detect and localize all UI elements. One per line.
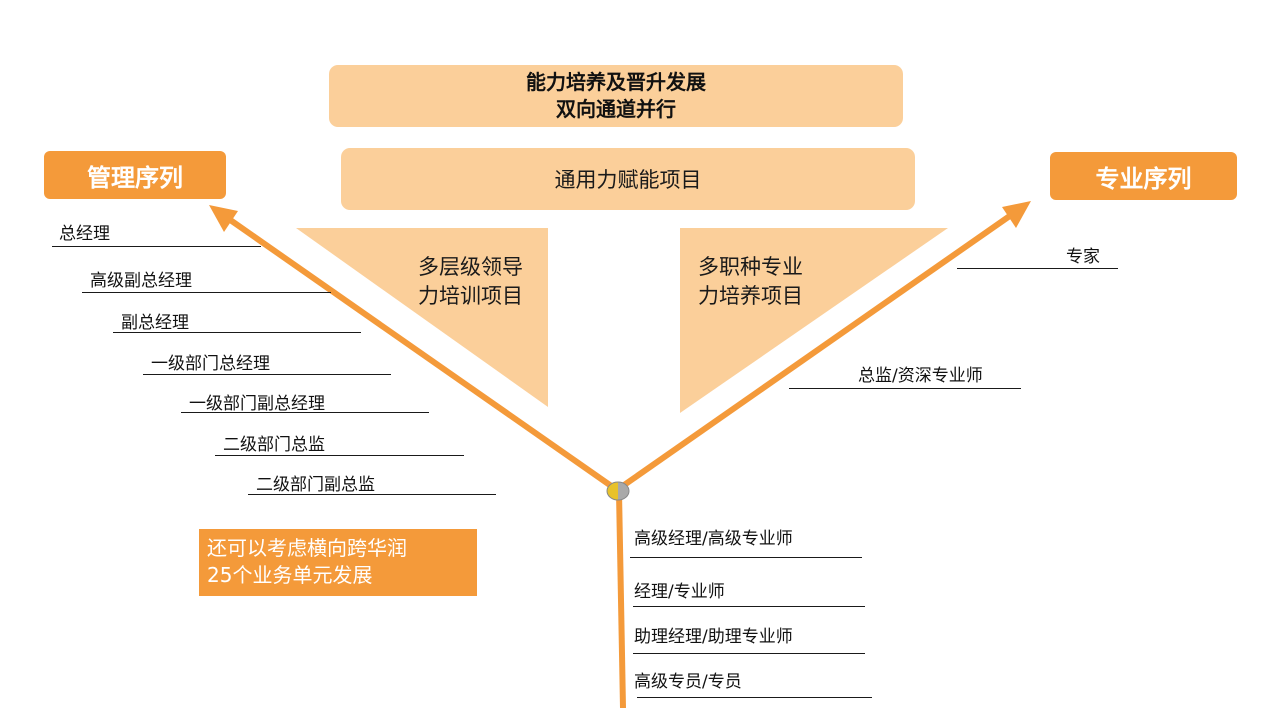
- management-level: 一级部门总经理: [151, 354, 270, 374]
- management-level-underline: [215, 455, 464, 456]
- management-level-underline: [248, 494, 496, 495]
- management-level: 一级部门副总经理: [189, 394, 325, 414]
- management-level: 副总经理: [121, 313, 189, 333]
- professional-level: 专家: [1066, 247, 1100, 267]
- cross-unit-note: 还可以考虑横向跨华润 25个业务单元发展: [199, 529, 477, 596]
- professional-arrow-line: [615, 210, 1016, 493]
- shared-level: 经理/专业师: [634, 582, 725, 602]
- professional-training-text: 多职种专业 力培养项目: [698, 253, 803, 311]
- management-level: 二级部门副总监: [256, 475, 375, 495]
- shared-level-underline: [633, 606, 865, 607]
- professional-level: 总监/资深专业师: [858, 366, 983, 386]
- shared-level-underline: [630, 557, 862, 558]
- professional-training-line2: 力培养项目: [698, 284, 803, 308]
- top-banner: 能力培养及晋升发展 双向通道并行: [329, 65, 903, 127]
- professional-arrowhead: [1002, 201, 1031, 228]
- management-level-underline: [113, 332, 361, 333]
- banner-line2: 双向通道并行: [556, 97, 676, 121]
- note-line2: 25个业务单元发展: [207, 563, 373, 587]
- shared-level: 助理经理/助理专业师: [634, 627, 793, 647]
- shared-trunk-line: [616, 491, 626, 709]
- management-arrow-line: [224, 214, 619, 493]
- professional-sequence-label: 专业序列: [1095, 164, 1192, 193]
- management-level-underline: [82, 292, 331, 293]
- management-sequence-title: 管理序列: [44, 151, 226, 199]
- professional-level-underline: [789, 388, 1021, 389]
- note-line1: 还可以考虑横向跨华润: [207, 536, 407, 560]
- shared-level: 高级经理/高级专业师: [634, 529, 793, 549]
- management-level: 总经理: [59, 224, 110, 244]
- professional-training-triangle: [680, 228, 948, 413]
- common-program-box: 通用力赋能项目: [341, 148, 915, 210]
- management-sequence-label: 管理序列: [87, 163, 183, 192]
- management-arrowhead: [209, 205, 238, 232]
- management-training-line1: 多层级领导: [418, 255, 523, 279]
- management-training-line2: 力培训项目: [418, 284, 523, 308]
- junction-node: [606, 481, 630, 501]
- management-level-underline: [143, 374, 391, 375]
- shared-level: 高级专员/专员: [634, 672, 742, 692]
- management-level-underline: [52, 246, 261, 247]
- management-level: 二级部门总监: [223, 435, 325, 455]
- management-level: 高级副总经理: [90, 271, 192, 291]
- professional-sequence-title: 专业序列: [1050, 152, 1237, 200]
- common-program-label: 通用力赋能项目: [554, 168, 702, 192]
- management-training-triangle: [296, 228, 548, 407]
- professional-training-line1: 多职种专业: [698, 255, 803, 279]
- banner-line1: 能力培养及晋升发展: [526, 70, 706, 94]
- management-training-text: 多层级领导 力培训项目: [418, 253, 523, 311]
- professional-level-underline: [957, 268, 1118, 269]
- shared-level-underline: [637, 697, 872, 698]
- shared-level-underline: [633, 653, 865, 654]
- management-level-underline: [181, 412, 429, 413]
